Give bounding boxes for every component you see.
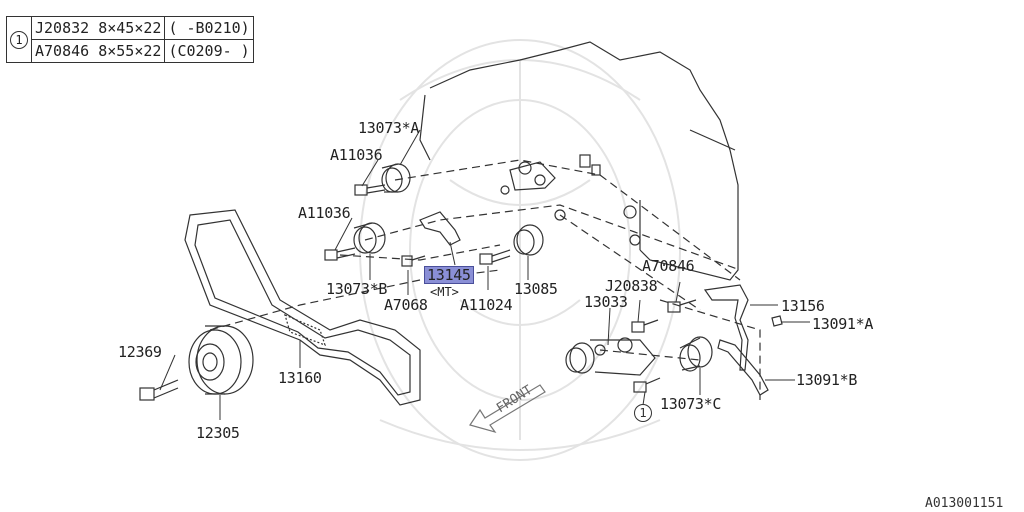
bolt-12369 — [139, 379, 179, 401]
engine-boss — [629, 234, 641, 246]
callout-a70846[interactable]: A70846 — [642, 257, 695, 275]
callout-12305[interactable]: 12305 — [196, 424, 240, 442]
tensioner-bracket-13145 — [419, 211, 461, 246]
callout-13073b[interactable]: 13073*B — [326, 280, 388, 298]
engine-block-edge — [689, 129, 736, 151]
diagram-id: A013001151 — [925, 496, 1004, 511]
cover-13091b — [717, 339, 769, 396]
callout-13073c[interactable]: 13073*C — [660, 395, 722, 413]
callout-13160[interactable]: 13160 — [278, 369, 322, 387]
callout-j20838[interactable]: J20838 — [605, 277, 658, 295]
bolt-a11036-mid — [324, 247, 356, 261]
legend-range-cell: ( -B0210) — [164, 16, 254, 40]
callout-13033[interactable]: 13033 — [584, 293, 628, 311]
idler-pulley-c — [679, 336, 713, 372]
bolt-a11036-top — [354, 184, 386, 196]
callout-12369[interactable]: 12369 — [118, 343, 162, 361]
cover-13091a — [771, 315, 783, 327]
circle-ref-icon: 1 — [10, 31, 28, 49]
timing-belt-13160 — [184, 209, 421, 406]
legend-symbol-cell: 1 — [6, 16, 32, 63]
callout-a7068[interactable]: A7068 — [384, 296, 428, 314]
legend-part-cell[interactable]: A70846 8×55×22 — [30, 39, 166, 63]
legend-part-cell[interactable]: J20832 8×45×22 — [30, 16, 166, 40]
legend-row: 1 J20832 8×45×22 ( -B0210) — [6, 16, 254, 63]
bolt-legend-table: 1 J20832 8×45×22 ( -B0210) A70846 8×55×2… — [6, 16, 254, 63]
tensioner-13033 — [565, 337, 656, 376]
engine-block-outline — [429, 41, 739, 281]
callout-13091b[interactable]: 13091*B — [796, 371, 858, 389]
idler-pulley-13085 — [513, 224, 544, 256]
idler-pulley-a — [381, 163, 411, 193]
bolt-j20838 — [631, 319, 659, 333]
callout-13156[interactable]: 13156 — [781, 297, 825, 315]
upper-mount — [500, 154, 601, 221]
callout-13145-highlighted[interactable]: 13145 — [424, 266, 474, 284]
callout-a11036-top[interactable]: A11036 — [330, 146, 383, 164]
bolt-a7068 — [401, 255, 426, 267]
crank-pulley-12305 — [188, 325, 254, 395]
callout-a11024[interactable]: A11024 — [460, 296, 513, 314]
leader-lines — [159, 129, 810, 420]
reference-lines — [209, 159, 761, 400]
bolt-a70846 — [667, 299, 697, 313]
legend-range-cell: (C0209- ) — [164, 39, 254, 63]
circle-ref-icon: 1 — [634, 404, 652, 422]
callout-13073a[interactable]: 13073*A — [358, 119, 420, 137]
engine-boss — [623, 205, 637, 219]
idler-pulley-b — [353, 222, 386, 254]
engine-block-edge — [419, 94, 431, 161]
legend-row: A70846 8×55×22 (C0209- ) — [7, 39, 254, 63]
callout-mt-note: <MT> — [430, 285, 459, 299]
callout-a11036-mid[interactable]: A11036 — [298, 204, 351, 222]
bolt-a11024 — [479, 249, 511, 265]
bracket-13156 — [703, 284, 749, 371]
callout-13085[interactable]: 13085 — [514, 280, 558, 298]
callout-13091a[interactable]: 13091*A — [812, 315, 874, 333]
bolt-ref-1 — [633, 377, 661, 393]
circle-ref-callout[interactable]: 1 — [634, 404, 652, 422]
front-arrow-icon — [469, 384, 546, 434]
